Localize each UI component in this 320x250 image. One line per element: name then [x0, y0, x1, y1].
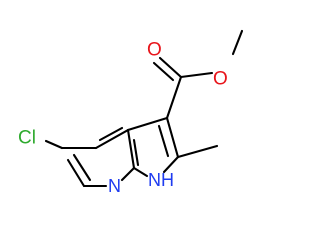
- bond-n1-c7a: [132, 166, 149, 178]
- pyrrole-nh-label: NH: [148, 170, 174, 190]
- bond-oester-methyl: [231, 29, 244, 56]
- bond-c2-methyl: [176, 144, 219, 159]
- bonds: [44, 29, 244, 188]
- chlorine-label: Cl: [18, 128, 36, 149]
- bond-c3a-c7a: [126, 128, 136, 170]
- bond-c6-c5-inner: [72, 153, 92, 182]
- molecule-canvas: Cl N NH O O: [18, 29, 244, 197]
- bond-c6-c5: [66, 158, 86, 188]
- pyridine-nitrogen-label: N: [108, 176, 121, 196]
- ester-oxygen-label: O: [213, 69, 228, 90]
- bond-c7a-n7: [120, 166, 136, 182]
- bond-carbonyl-o-inner: [152, 61, 175, 82]
- bond-carbonyl-oester: [179, 71, 214, 79]
- bond-c3a-c7a-inner: [132, 138, 140, 167]
- bond-c5-cl: [44, 139, 64, 150]
- bond-c5-c4-inner: [98, 126, 124, 142]
- bond-c3-carbonyl: [165, 75, 183, 120]
- molecule-structure: Cl N NH O O: [18, 29, 244, 197]
- atom-labels: Cl N NH O O: [18, 40, 228, 197]
- bond-c3-c2: [165, 116, 180, 159]
- bond-c4-c3a: [94, 128, 130, 150]
- bond-carbonyl-o: [158, 56, 183, 79]
- bond-c3-c2-inner: [157, 124, 170, 158]
- bond-c2-n1: [162, 155, 180, 174]
- bond-c3a-c3: [126, 116, 169, 132]
- carbonyl-oxygen-label: O: [147, 40, 162, 61]
